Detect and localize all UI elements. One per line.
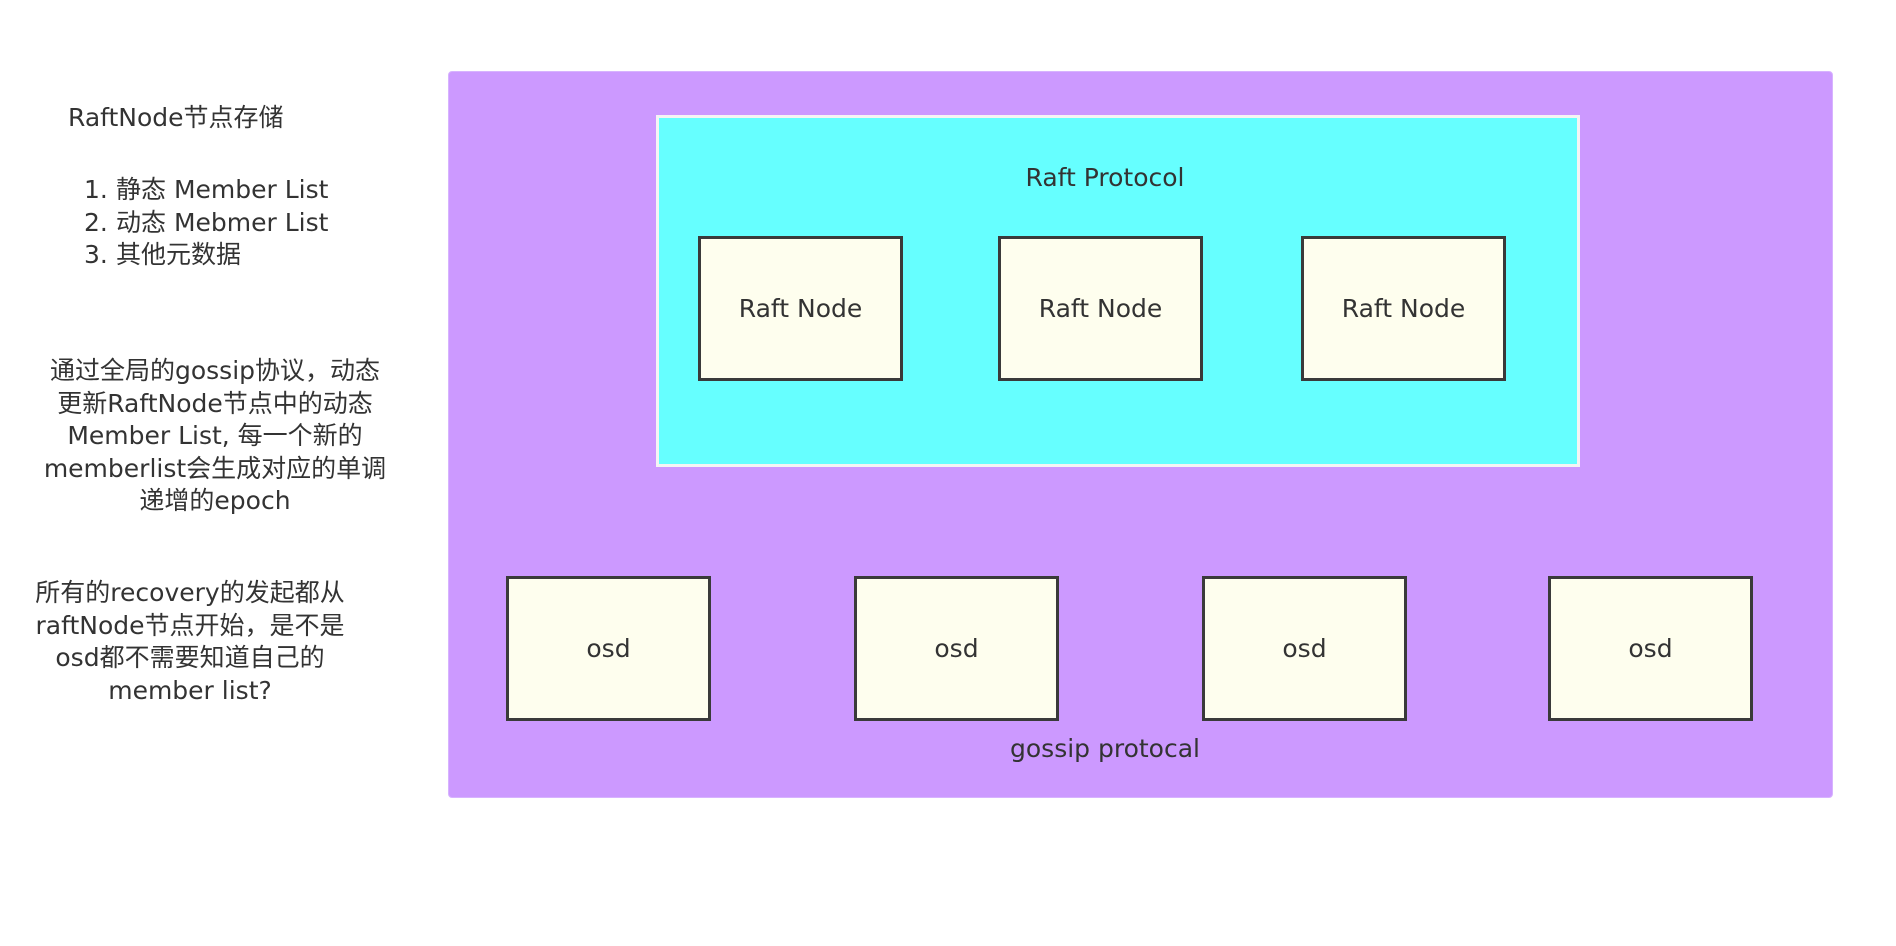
note-line: raftNode节点开始，是不是: [35, 610, 345, 640]
raft-node[interactable]: Raft Node: [1301, 236, 1506, 381]
osd-node[interactable]: osd: [1548, 576, 1753, 721]
list-text: 静态 Member List: [116, 175, 329, 204]
gossip-update-note: 通过全局的gossip协议，动态 更新RaftNode节点中的动态 Member…: [40, 355, 390, 518]
gossip-protocol-label: gossip protocal: [1010, 734, 1200, 763]
note-line: 通过全局的gossip协议，动态: [49, 356, 381, 385]
note-line: 更新RaftNode节点中的动态: [57, 388, 373, 418]
storage-list-item: 3. 其他元数据: [84, 239, 328, 272]
storage-list: 1. 静态 Member List 2. 动态 Mebmer List 3. 其他元数…: [84, 174, 328, 272]
raft-node[interactable]: Raft Node: [998, 236, 1203, 381]
note-line: memberlist会生成对应的单调: [43, 453, 387, 483]
note-line: Member List, 每一个新的: [67, 421, 363, 450]
storage-list-item: 2. 动态 Mebmer List: [84, 207, 328, 240]
storage-title: RaftNode节点存储: [68, 103, 284, 132]
list-text: 动态 Mebmer List: [116, 207, 329, 237]
note-line: osd都不需要知道自己的: [55, 643, 325, 672]
osd-node[interactable]: osd: [854, 576, 1059, 721]
note-line: 所有的recovery的发起都从: [35, 578, 345, 607]
osd-node[interactable]: osd: [1202, 576, 1407, 721]
raft-node[interactable]: Raft Node: [698, 236, 903, 381]
list-text: 其他元数据: [116, 240, 242, 269]
list-number: 1.: [84, 175, 108, 204]
osd-node[interactable]: osd: [506, 576, 711, 721]
storage-list-item: 1. 静态 Member List: [84, 174, 328, 207]
list-number: 2.: [84, 207, 108, 237]
recovery-question-note: 所有的recovery的发起都从 raftNode节点开始，是不是 osd都不需…: [20, 577, 360, 707]
note-line: member list?: [108, 675, 272, 705]
raft-protocol-label: Raft Protocol: [1025, 163, 1185, 192]
list-number: 3.: [84, 240, 108, 269]
note-line: 递增的epoch: [139, 486, 291, 515]
